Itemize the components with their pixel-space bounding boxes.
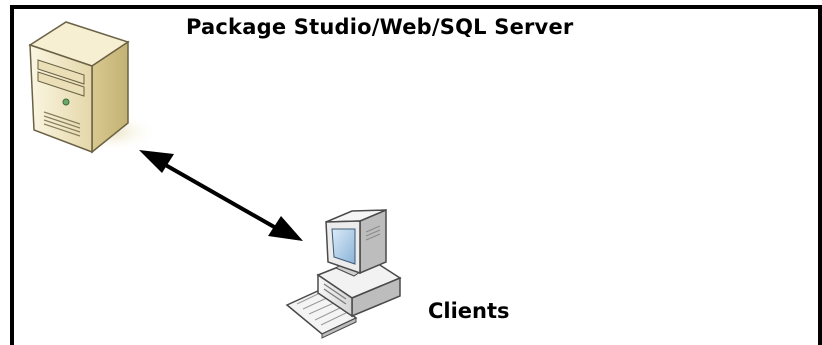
frame-border-right [818,5,822,345]
frame-border-left [10,5,14,345]
clients-label: Clients [428,299,510,323]
bidirectional-arrow-icon [139,150,303,241]
desktop-computer-icon [285,208,402,339]
server-label: Package Studio/Web/SQL Server [186,15,574,39]
frame-border-top [10,5,822,9]
server-tower-icon [28,21,158,154]
keyboard-icon [285,289,358,339]
